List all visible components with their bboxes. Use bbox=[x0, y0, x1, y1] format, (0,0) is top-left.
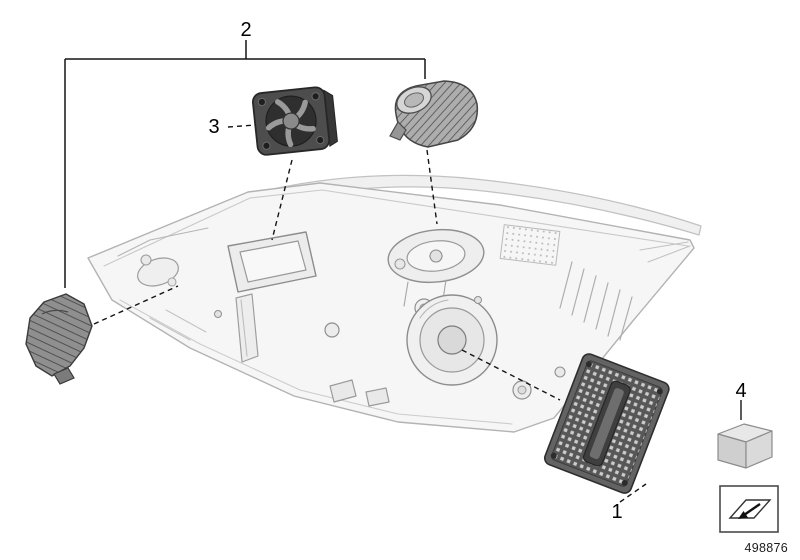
callout-4[interactable]: 4 bbox=[735, 380, 747, 402]
callout-3[interactable]: 3 bbox=[208, 116, 220, 138]
callout-1[interactable]: 1 bbox=[611, 501, 623, 523]
ecu-drawing bbox=[543, 353, 670, 494]
box-drawing bbox=[717, 423, 773, 469]
callout-2[interactable]: 2 bbox=[240, 19, 252, 41]
headlight-housing-drawing bbox=[87, 174, 702, 433]
heatsink-drawing bbox=[25, 293, 93, 385]
leader-lines bbox=[64, 40, 742, 503]
part-number-label: 498876 bbox=[744, 541, 788, 555]
fan-module-drawing bbox=[251, 86, 338, 156]
led-module-drawing bbox=[389, 80, 479, 148]
repair-kit-icon bbox=[719, 485, 779, 533]
